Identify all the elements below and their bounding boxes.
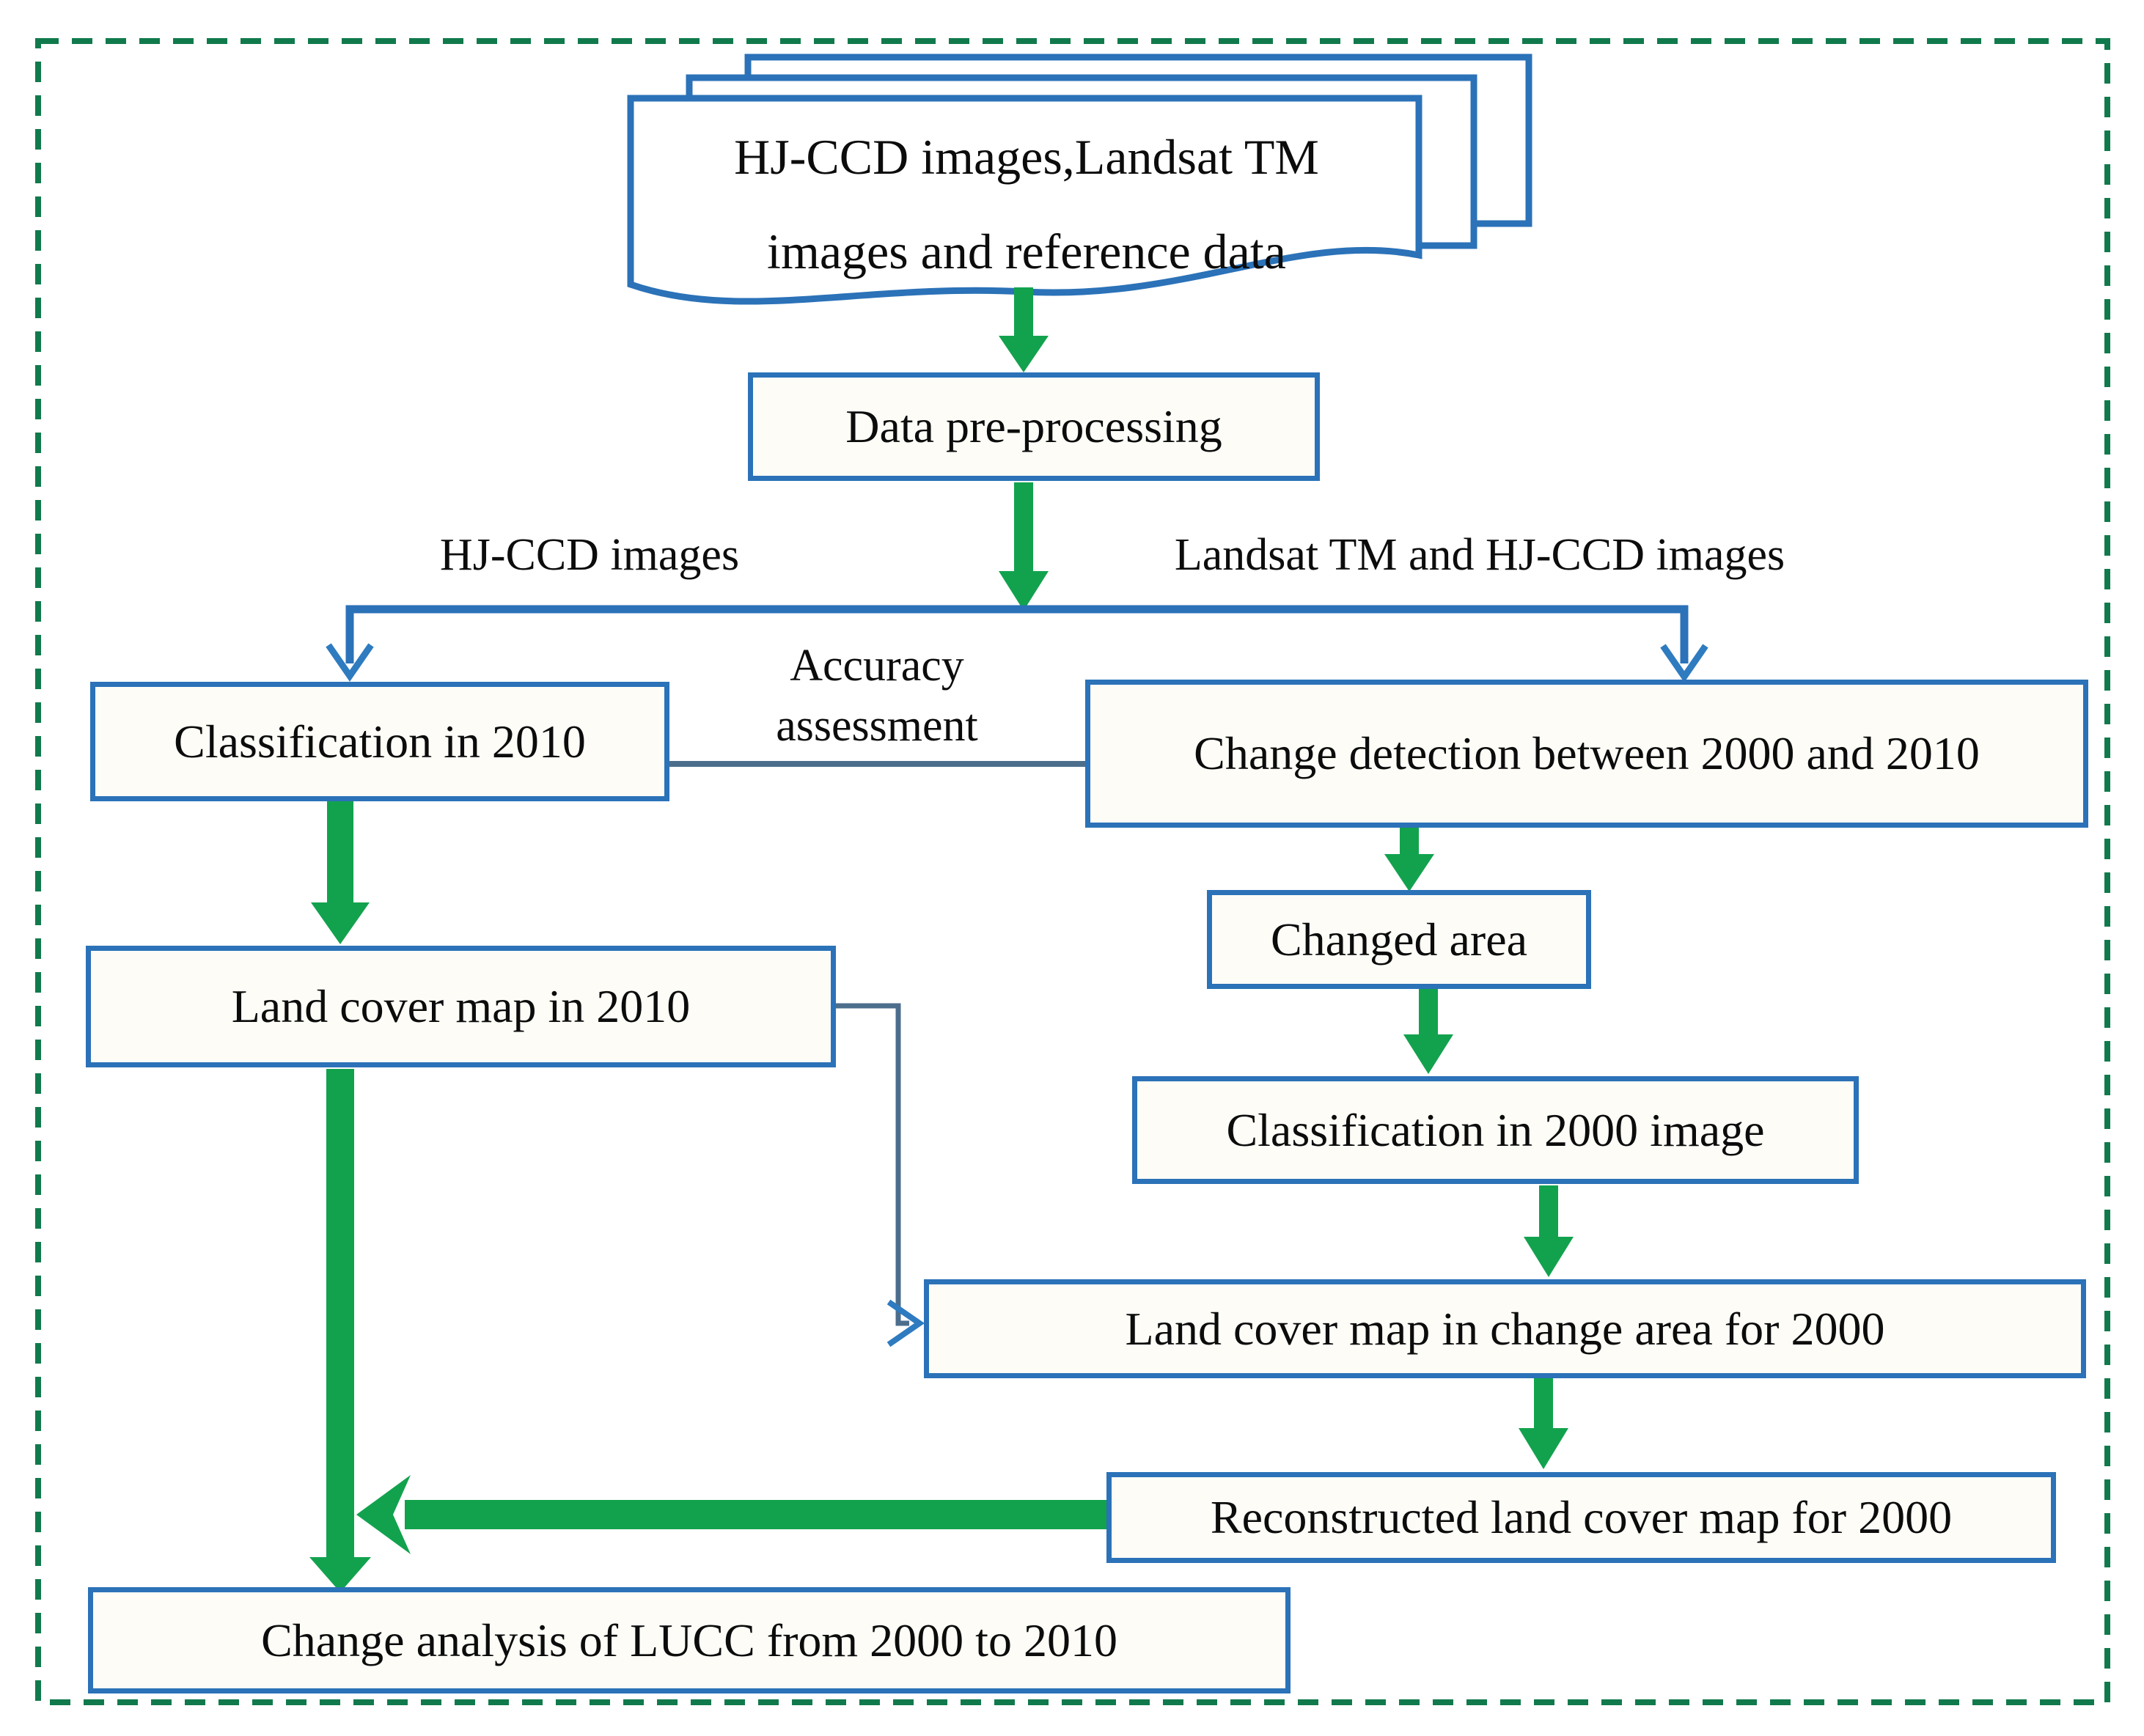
edge-label-landsat-hj-ccd-images: Landsat TM and HJ-CCD images — [1174, 530, 1785, 580]
arrow-source-to-preprocessing — [999, 287, 1049, 372]
accuracy-assessment-line1: Accuracy — [790, 641, 964, 691]
arrow-changemap-to-reconstructed — [1519, 1378, 1568, 1469]
split-connector — [326, 605, 1708, 683]
node-data-preprocessing: Data pre-processing — [748, 372, 1320, 481]
document-stack-icon — [627, 54, 1532, 305]
changemap-arrowhead — [886, 1299, 925, 1347]
accuracy-assessment-line2: assessment — [776, 700, 978, 751]
dashed-frame — [35, 38, 2110, 1705]
node-change-analysis: Change analysis of LUCC from 2000 to 201… — [88, 1587, 1291, 1693]
node-reconstructed-map-2000: Reconstructed land cover map for 2000 — [1106, 1472, 2056, 1563]
arrow-classification2010-to-map2010 — [311, 801, 370, 944]
node-classification-2010: Classification in 2010 — [90, 682, 669, 801]
spine-map2010-to-analysis — [309, 1069, 371, 1592]
node-classification-2000: Classification in 2000 image — [1132, 1076, 1859, 1184]
arrow-preprocessing-to-split — [999, 482, 1049, 611]
map2010-to-changemap-connector — [836, 1003, 925, 1347]
source-data-line1: HJ-CCD images,Landsat TM — [734, 129, 1319, 185]
arrow-changedarea-to-classification2000 — [1403, 987, 1453, 1074]
split-arrowhead-left — [326, 643, 374, 682]
arrow-reconstructed-to-spine — [356, 1475, 1109, 1554]
arrow-detection-to-changedarea — [1384, 828, 1434, 891]
split-arrowhead-right — [1660, 644, 1708, 683]
node-change-detection: Change detection between 2000 and 2010 — [1085, 680, 2088, 828]
edge-label-hj-ccd-images: HJ-CCD images — [439, 530, 740, 580]
node-land-cover-map-2010: Land cover map in 2010 — [86, 946, 836, 1067]
source-data-line2: images and reference data — [767, 224, 1286, 280]
arrow-classification2000-to-changemap — [1524, 1185, 1574, 1277]
node-changed-area: Changed area — [1207, 890, 1591, 989]
node-land-cover-change-area-2000: Land cover map in change area for 2000 — [924, 1279, 2086, 1378]
edge-label-accuracy-assessment: Accuracy assessment — [776, 636, 978, 757]
node-source-data: HJ-CCD images,Landsat TM images and refe… — [645, 110, 1408, 299]
